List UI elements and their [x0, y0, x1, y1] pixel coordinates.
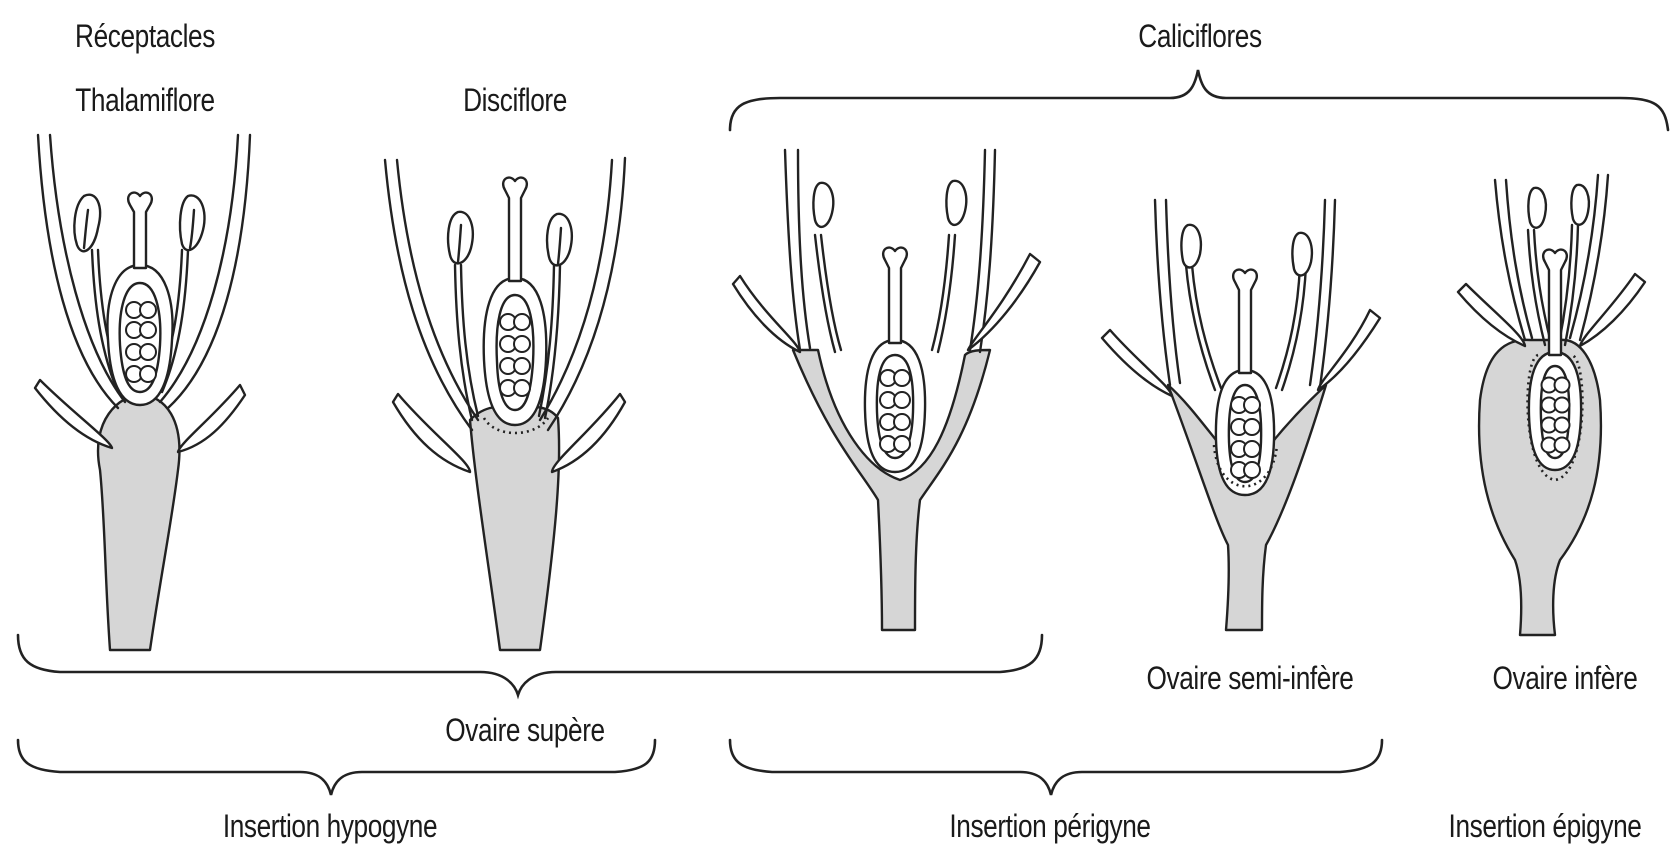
label-caliciflores: Caliciflores: [1110, 18, 1290, 55]
label-thalamiflore: Thalamiflore: [55, 82, 235, 119]
label-ovaire-infere: Ovaire infère: [1483, 660, 1647, 697]
label-ovaire-semi-infere: Ovaire semi-infère: [1135, 660, 1365, 697]
label-insertion-perigyne: Insertion périgyne: [931, 808, 1169, 845]
flower-perigyne-supere: [733, 150, 1040, 630]
label-insertion-epigyne: Insertion épigyne: [1443, 808, 1648, 845]
flower-infere: [1458, 175, 1645, 635]
flower-semi-infere: [1102, 200, 1380, 630]
label-insertion-hypogyne: Insertion hypogyne: [207, 808, 453, 845]
flower-thalamiflore: [35, 135, 250, 650]
bracket-caliciflores: [730, 70, 1668, 130]
label-disciflore: Disciflore: [437, 82, 593, 119]
bracket-insertion-perigyne: [730, 740, 1382, 795]
label-ovaire-supere: Ovaire supère: [439, 712, 611, 749]
flower-disciflore: [385, 158, 625, 650]
label-receptacles: Réceptacles: [59, 18, 231, 55]
